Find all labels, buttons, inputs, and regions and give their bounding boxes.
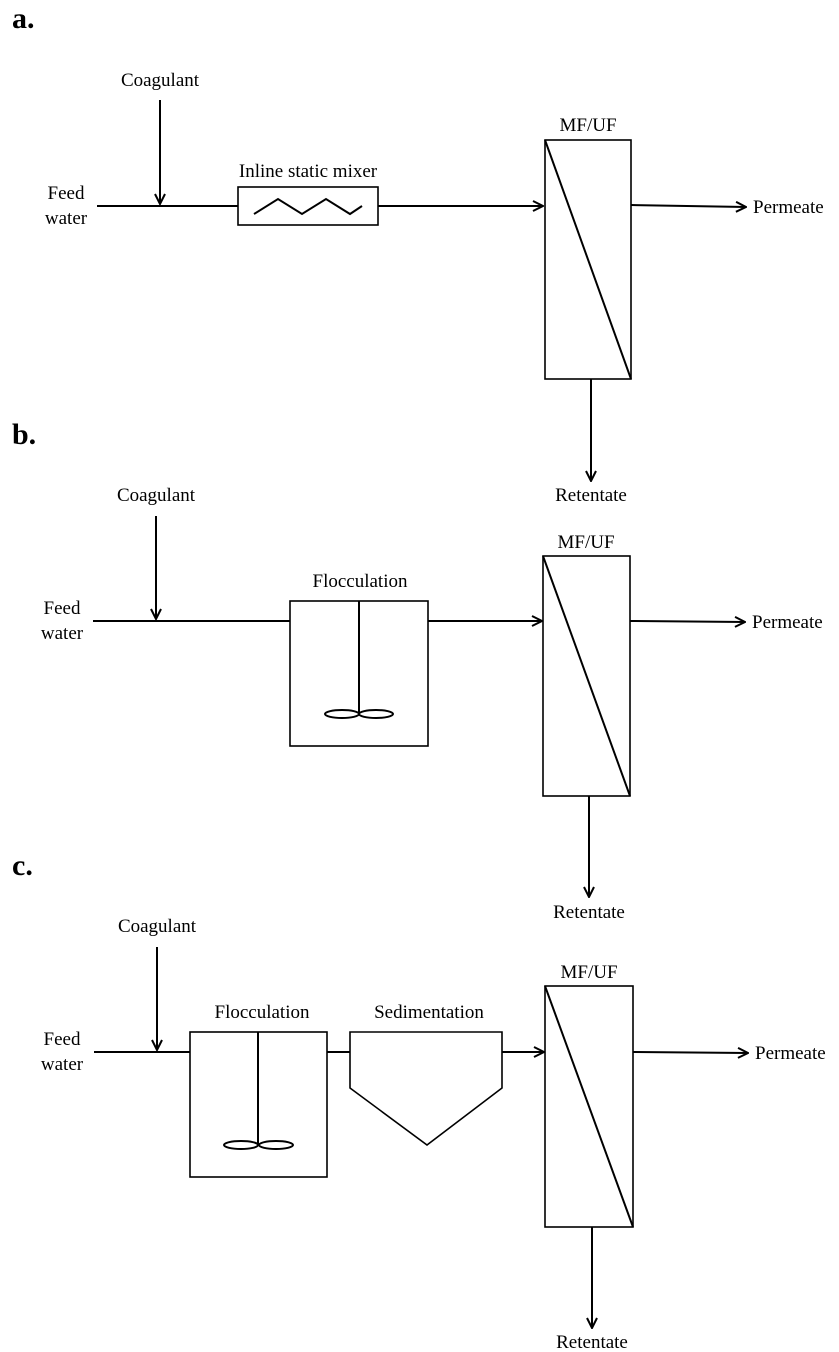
feed-label-line2: water [45, 208, 88, 229]
feed-label-line1: Feed [48, 183, 85, 204]
retentate-label: Retentate [553, 902, 625, 923]
feed-label-line1: Feed [44, 1029, 81, 1050]
permeate-arrow [630, 205, 746, 207]
membrane-label: MF/UF [559, 115, 616, 136]
feed-label-line2: water [41, 1054, 84, 1075]
permeate-label: Permeate [752, 612, 823, 633]
coagulant-label: Coagulant [118, 916, 197, 937]
membrane-diagonal [544, 139, 632, 380]
panel-c: c. Coagulant Feed water Flocculation Sed… [12, 849, 826, 1352]
coagulant-label: Coagulant [117, 485, 196, 506]
mixer-zigzag-icon [253, 197, 363, 216]
flocculation-label: Flocculation [215, 1002, 310, 1023]
panel-a: a. Coagulant Feed water Inline static mi… [12, 2, 824, 506]
impeller-blade-right-icon [258, 1140, 294, 1150]
sedimentation-basin [349, 1031, 503, 1147]
coagulant-label: Coagulant [121, 70, 200, 91]
permeate-arrow [629, 621, 745, 622]
inline-static-mixer-label: Inline static mixer [239, 161, 378, 182]
inline-static-mixer [237, 186, 379, 226]
membrane-label: MF/UF [557, 532, 614, 553]
panel-label: b. [12, 418, 36, 451]
feed-label-line1: Feed [44, 598, 81, 619]
retentate-label: Retentate [555, 485, 627, 506]
membrane-label: MF/UF [560, 962, 617, 983]
panel-label: a. [12, 2, 35, 35]
feed-label-line2: water [41, 623, 84, 644]
panel-b: b. Coagulant Feed water Flocculation MF/… [12, 418, 823, 923]
permeate-arrow [632, 1052, 748, 1053]
membrane-diagonal [542, 555, 631, 797]
permeate-label: Permeate [753, 197, 824, 218]
permeate-label: Permeate [755, 1043, 826, 1064]
panel-label: c. [12, 849, 33, 882]
flocculation-label: Flocculation [313, 571, 408, 592]
impeller-blade-right-icon [358, 709, 394, 719]
sedimentation-label: Sedimentation [374, 1002, 484, 1023]
retentate-label: Retentate [556, 1332, 628, 1352]
membrane-diagonal [544, 985, 634, 1228]
